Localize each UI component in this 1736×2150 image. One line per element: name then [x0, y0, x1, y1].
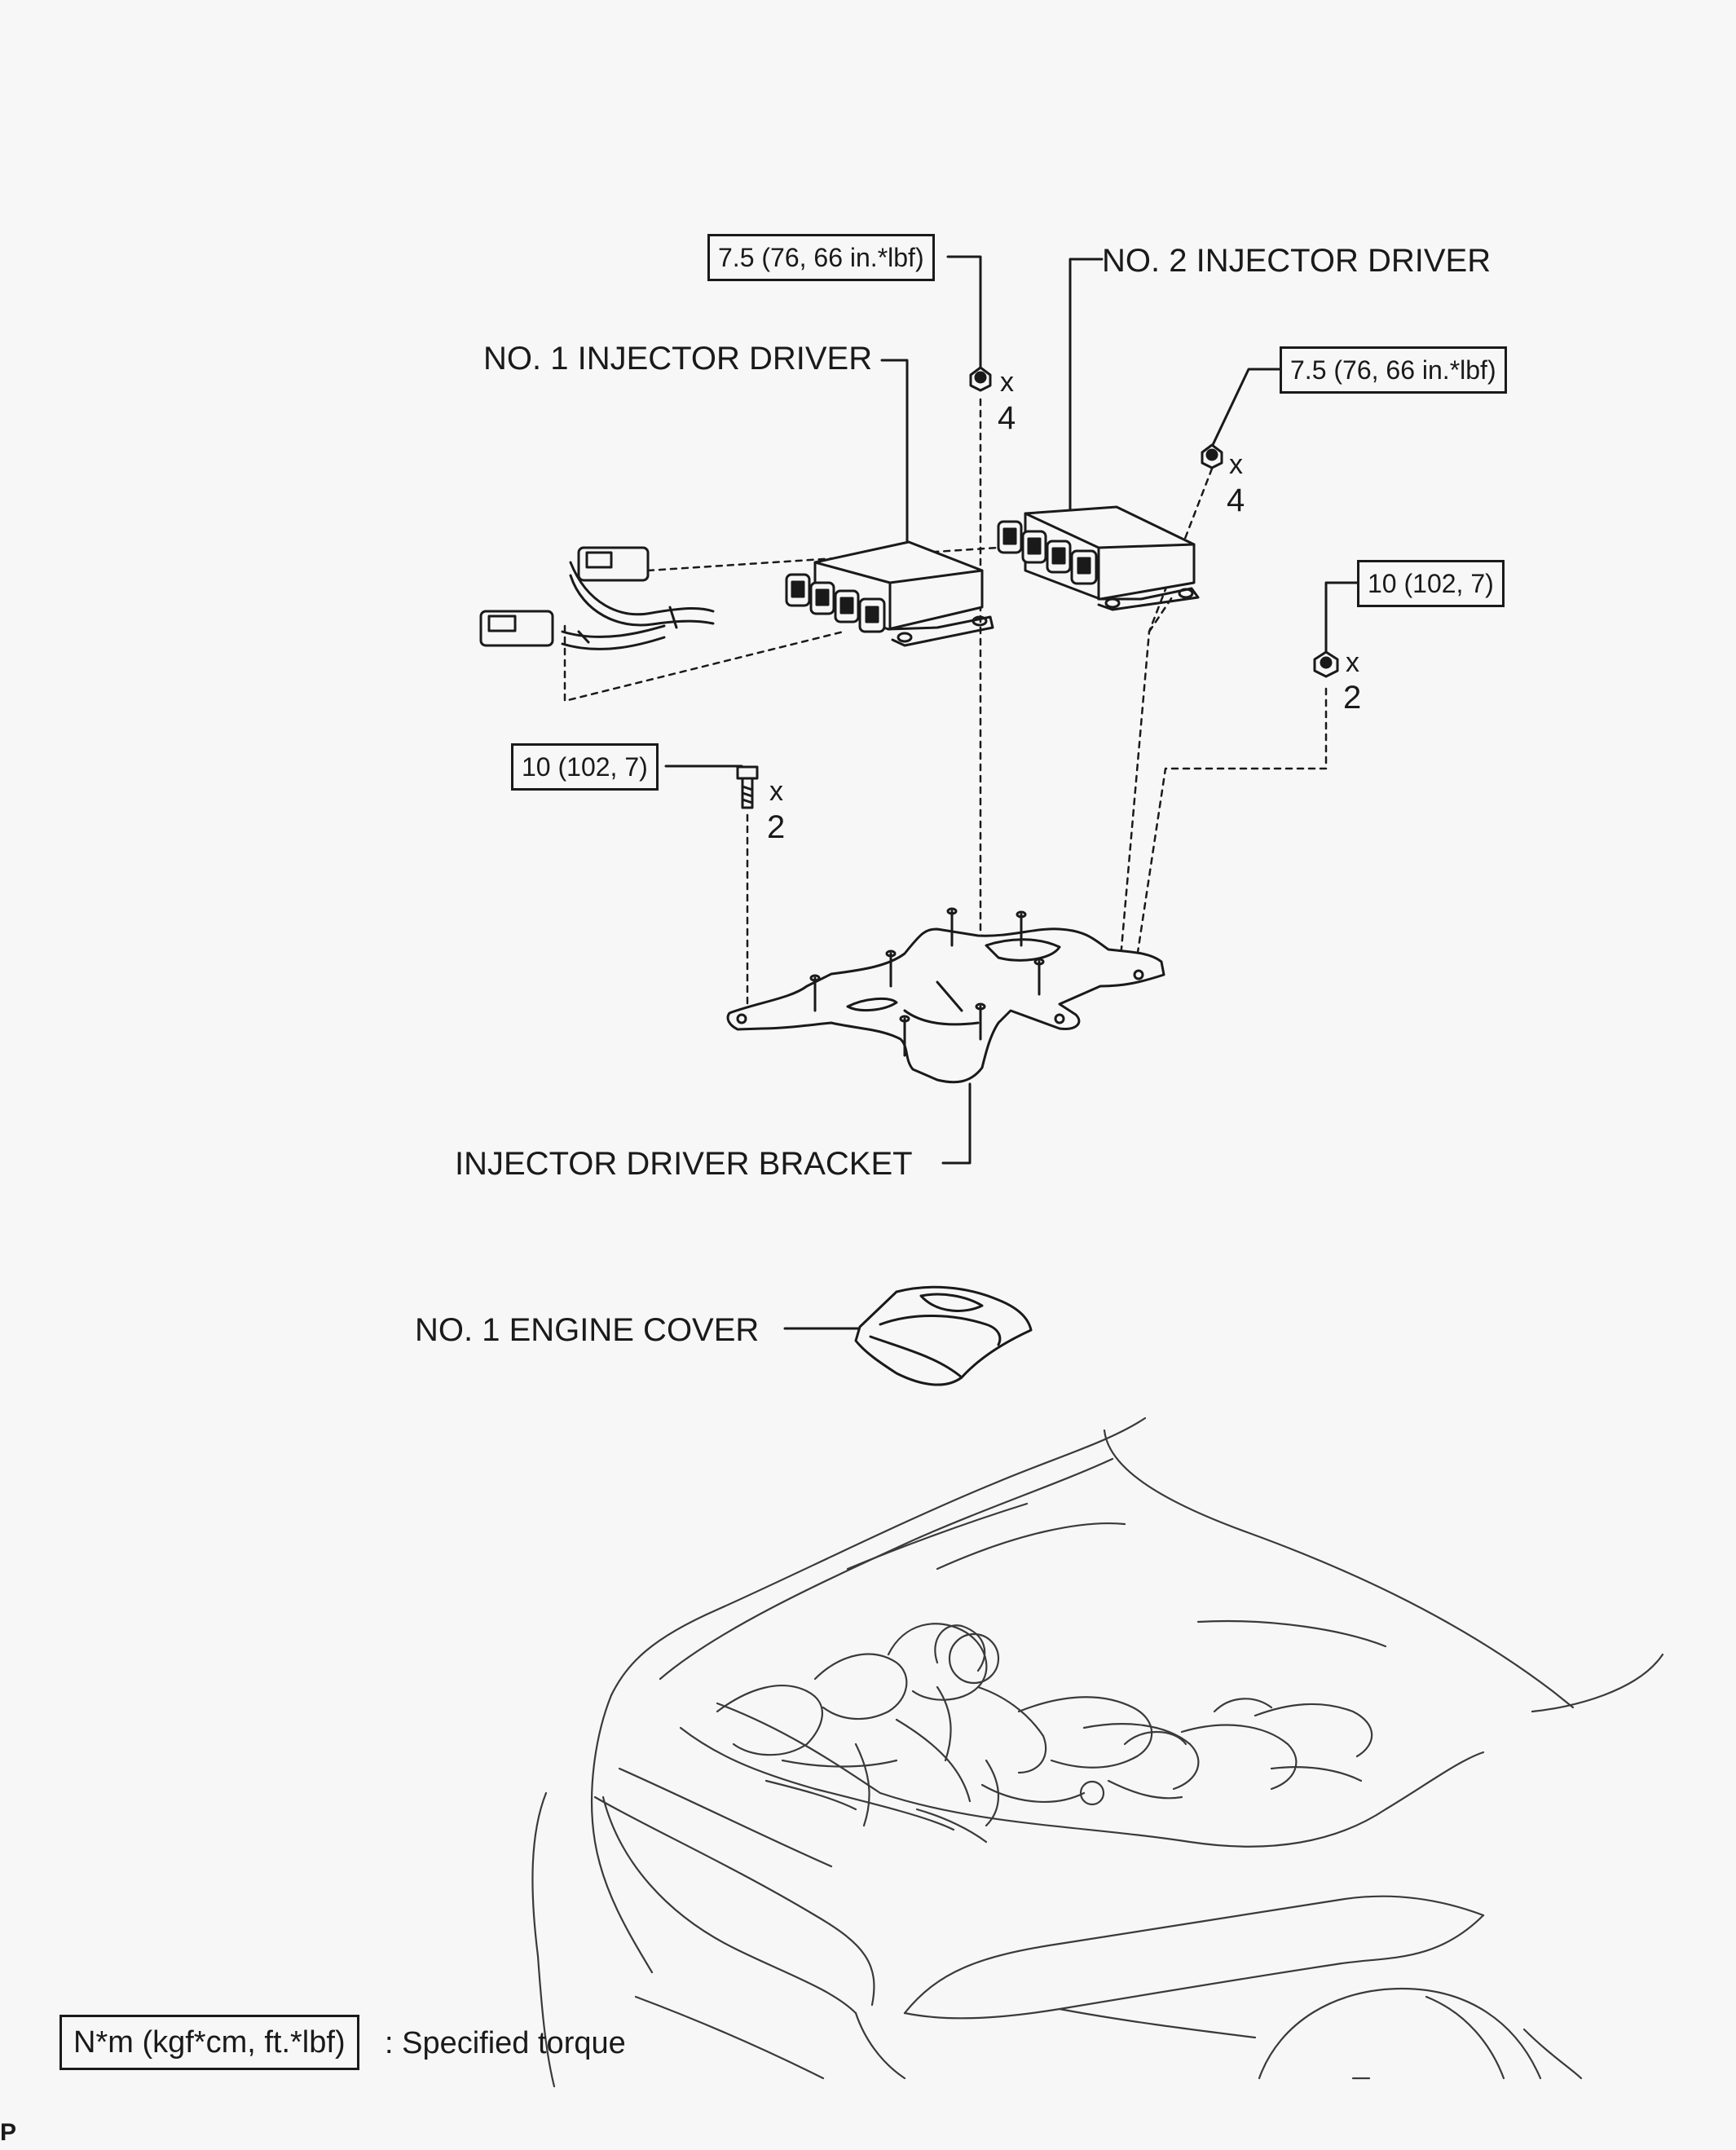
qty-n-no2-nut: 4: [1227, 482, 1245, 518]
qty-n-left-bolt: 2: [767, 809, 786, 845]
fasteners: [736, 366, 1339, 809]
qty-x-no2-nut: x: [1229, 449, 1243, 480]
qty-n-no1-nut: 4: [998, 400, 1016, 436]
qty-x-left-bolt: x: [769, 776, 783, 807]
no1-injector-driver-drawing: [785, 540, 994, 647]
no2-injector-driver-label: NO. 2 INJECTOR DRIVER: [1102, 243, 1491, 279]
vehicle-outline-drawing: [531, 1416, 1664, 2088]
engine-cover-label: NO. 1 ENGINE COVER: [415, 1312, 760, 1348]
assembly-dashed-lines: [563, 398, 1328, 1008]
wire-harness-drawing: [479, 546, 715, 650]
qty-x-no1-nut: x: [1000, 367, 1014, 398]
no2-injector-driver-drawing: [997, 505, 1200, 611]
qty-n-right-nut: 2: [1343, 680, 1362, 716]
torque-box-no2-nut: 7.5 (76, 66 in.*lbf): [1280, 346, 1507, 394]
injector-driver-bracket-drawing: [726, 907, 1165, 1084]
legend-unit-box: N*m (kgf*cm, ft.*lbf): [59, 2015, 359, 2070]
injector-driver-bracket-label: INJECTOR DRIVER BRACKET: [455, 1146, 913, 1182]
no1-injector-driver-label: NO. 1 INJECTOR DRIVER: [483, 341, 873, 377]
torque-box-left-bolt: 10 (102, 7): [511, 743, 659, 791]
torque-box-right-nut: 10 (102, 7): [1357, 560, 1505, 607]
corner-code: P: [0, 2119, 17, 2146]
legend-description: : Specified torque: [385, 2026, 626, 2060]
qty-x-right-nut: x: [1346, 647, 1359, 678]
torque-box-no1-nut: 7.5 (76, 66 in.*lbf): [707, 234, 935, 281]
engine-cover-drawing: [854, 1285, 1033, 1386]
